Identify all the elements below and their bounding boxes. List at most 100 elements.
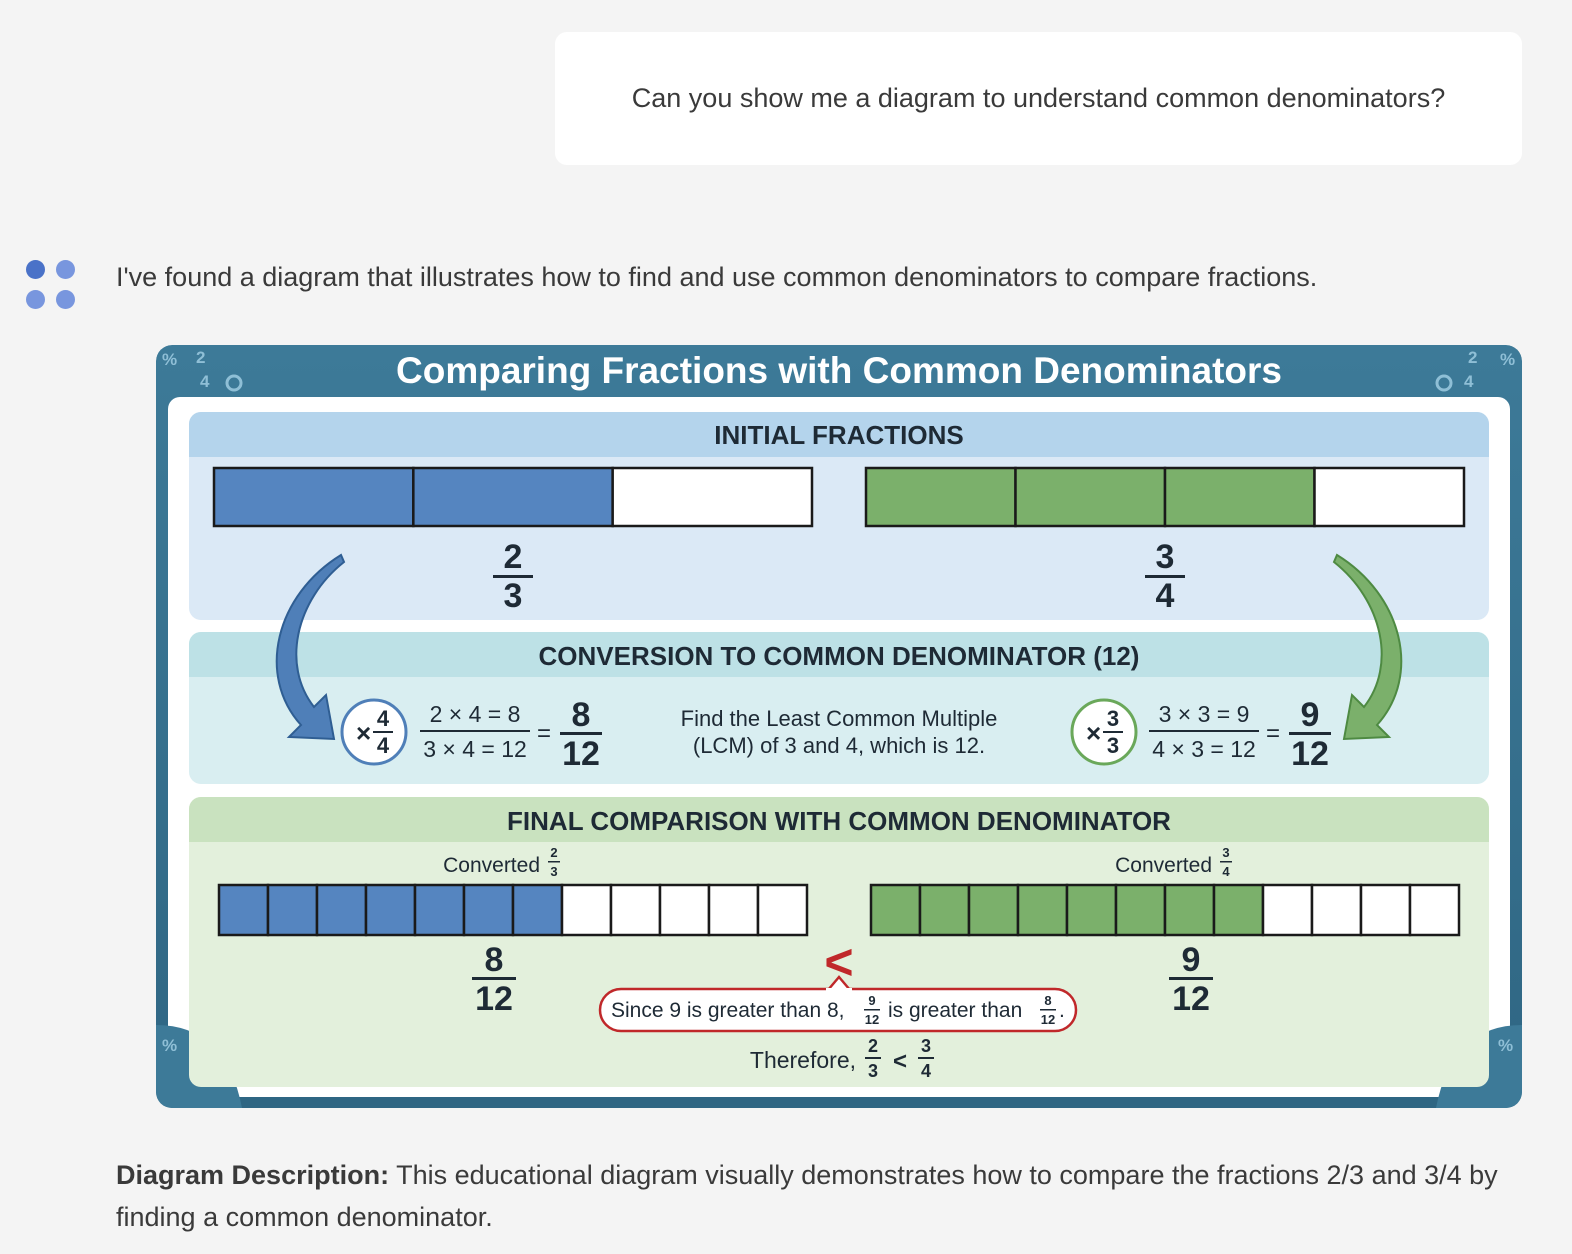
fraction-bar-segment bbox=[756, 883, 809, 937]
initial-fraction-right: 3 4 bbox=[1145, 538, 1185, 615]
final-fraction-left: 8 12 bbox=[472, 941, 516, 1018]
fraction-bar-segment bbox=[1313, 466, 1466, 528]
user-message-bubble: Can you show me a diagram to understand … bbox=[555, 32, 1522, 165]
fraction-bar-segment bbox=[1016, 883, 1069, 937]
svg-text:8: 8 bbox=[572, 696, 591, 734]
gear-icon bbox=[225, 374, 243, 392]
fraction-bar-segment bbox=[918, 883, 971, 937]
svg-text:2: 2 bbox=[868, 1036, 878, 1056]
conversion-left: × 4 4 2 × 4 = 8 3 × 4 = 12 = 8 12 bbox=[340, 696, 602, 773]
svg-text:9: 9 bbox=[1301, 696, 1320, 734]
svg-text:2: 2 bbox=[550, 845, 557, 860]
svg-text:%: % bbox=[1500, 350, 1515, 369]
initial-bar-left bbox=[212, 466, 814, 528]
final-fraction-right: 9 12 bbox=[1169, 941, 1213, 1018]
fraction-bar-segment bbox=[1359, 883, 1412, 937]
fraction-bar-segment bbox=[560, 883, 613, 937]
fraction-bar-segment bbox=[609, 883, 662, 937]
fraction-bar-segment bbox=[967, 883, 1020, 937]
svg-text:3: 3 bbox=[921, 1036, 931, 1056]
therefore-statement: Therefore, 2 3 < 3 4 bbox=[750, 1036, 934, 1081]
fraction-bar-segment bbox=[212, 466, 415, 528]
description-text: This educational diagram visually demons… bbox=[116, 1160, 1498, 1232]
svg-text:4: 4 bbox=[377, 733, 390, 758]
corner-decoration-top-left: % 2 4 bbox=[162, 348, 243, 392]
svg-text:%: % bbox=[162, 350, 177, 369]
fraction-bar-segment bbox=[364, 883, 417, 937]
svg-text:12: 12 bbox=[1041, 1012, 1055, 1027]
fraction-bar-segment bbox=[864, 466, 1017, 528]
fraction-bar-segment bbox=[1014, 466, 1167, 528]
fraction-bar-segment bbox=[266, 883, 319, 937]
gear-icon bbox=[1435, 374, 1453, 392]
svg-text:3: 3 bbox=[1222, 845, 1229, 860]
svg-text:12: 12 bbox=[865, 1012, 879, 1027]
arrow-right-icon bbox=[1332, 553, 1403, 741]
svg-text:3: 3 bbox=[1107, 733, 1119, 758]
converted-label-left: Converted 2 3 bbox=[443, 845, 560, 879]
svg-text:Since 9 is greater than 8,: Since 9 is greater than 8, bbox=[611, 999, 844, 1022]
fraction-bar-segment bbox=[1114, 883, 1167, 937]
svg-text:%: % bbox=[1498, 1036, 1513, 1055]
fraction-bar-segment bbox=[1163, 466, 1316, 528]
conversion-section-heading: CONVERSION TO COMMON DENOMINATOR (12) bbox=[539, 641, 1140, 671]
svg-text:4: 4 bbox=[377, 706, 390, 731]
svg-text:Therefore,: Therefore, bbox=[750, 1047, 856, 1073]
fraction-bar-segment bbox=[658, 883, 711, 937]
description-label: Diagram Description: bbox=[116, 1160, 390, 1190]
svg-text:×: × bbox=[356, 718, 371, 748]
comparison-callout: Since 9 is greater than 8, 9 12 is great… bbox=[598, 975, 1078, 1033]
svg-text:×: × bbox=[1086, 718, 1101, 748]
initial-fraction-left: 2 3 bbox=[493, 538, 533, 615]
svg-text:4: 4 bbox=[200, 372, 210, 391]
conversion-right: × 3 3 3 × 3 = 9 4 × 3 = 12 = 9 12 bbox=[1070, 696, 1331, 773]
final-section-bg bbox=[189, 797, 1489, 1087]
svg-text:2: 2 bbox=[1468, 348, 1477, 367]
fraction-bar-segment bbox=[413, 883, 466, 937]
fraction-bar-segment bbox=[1261, 883, 1314, 937]
svg-text:=: = bbox=[1266, 720, 1280, 747]
final-section-heading: FINAL COMPARISON WITH COMMON DENOMINATOR bbox=[507, 806, 1171, 836]
svg-text:8: 8 bbox=[485, 941, 504, 979]
svg-text:2: 2 bbox=[196, 348, 205, 367]
svg-text:3 × 3 = 9: 3 × 3 = 9 bbox=[1159, 701, 1250, 727]
svg-text:2: 2 bbox=[504, 538, 523, 576]
fraction-bar-segment bbox=[412, 466, 614, 528]
svg-text:%: % bbox=[162, 1036, 177, 1055]
fraction-bar-segment bbox=[707, 883, 760, 937]
svg-text:4: 4 bbox=[1464, 372, 1474, 391]
svg-text:is greater than: is greater than bbox=[888, 999, 1022, 1022]
svg-text:12: 12 bbox=[1291, 735, 1329, 773]
svg-text:3: 3 bbox=[1107, 706, 1119, 731]
lcm-note-line2: (LCM) of 3 and 4, which is 12. bbox=[693, 733, 985, 758]
corner-decoration-top-right: % 2 4 bbox=[1435, 348, 1515, 392]
converted-label-right: Converted 3 4 bbox=[1115, 845, 1232, 879]
svg-text:3: 3 bbox=[1156, 538, 1175, 576]
svg-text:8: 8 bbox=[1044, 993, 1051, 1008]
fraction-bar-segment bbox=[1408, 883, 1461, 937]
fraction-diagram: % 2 4 % 2 4 % 2 4 % 2 4 Comparing Fracti… bbox=[156, 345, 1522, 1108]
fraction-bar-segment bbox=[1212, 883, 1265, 937]
assistant-intro-text: I've found a diagram that illustrates ho… bbox=[116, 262, 1318, 292]
assistant-avatar-icon bbox=[24, 258, 78, 312]
initial-section-bg bbox=[189, 412, 1489, 620]
fraction-bar-segment bbox=[869, 883, 922, 937]
svg-text:4 × 3 = 12: 4 × 3 = 12 bbox=[1152, 736, 1256, 762]
svg-text:<: < bbox=[893, 1048, 907, 1075]
svg-text:Converted: Converted bbox=[443, 854, 540, 877]
lcm-note-line1: Find the Least Common Multiple bbox=[681, 706, 998, 731]
svg-text:Converted: Converted bbox=[1115, 854, 1212, 877]
svg-text:4: 4 bbox=[921, 1061, 931, 1081]
initial-bar-right bbox=[864, 466, 1466, 528]
fraction-bar-segment bbox=[511, 883, 564, 937]
fraction-bar-segment bbox=[217, 883, 270, 937]
fraction-bar-segment bbox=[462, 883, 515, 937]
fraction-bar-segment bbox=[1310, 883, 1363, 937]
svg-text:3 × 4 = 12: 3 × 4 = 12 bbox=[423, 736, 527, 762]
fraction-bar-segment bbox=[611, 466, 814, 528]
fraction-bar-segment bbox=[315, 883, 368, 937]
initial-section-heading: INITIAL FRACTIONS bbox=[714, 420, 963, 450]
fraction-bar-segment bbox=[1163, 883, 1216, 937]
final-bar-right bbox=[869, 883, 1461, 937]
diagram-description: Diagram Description: This educational di… bbox=[116, 1154, 1526, 1238]
